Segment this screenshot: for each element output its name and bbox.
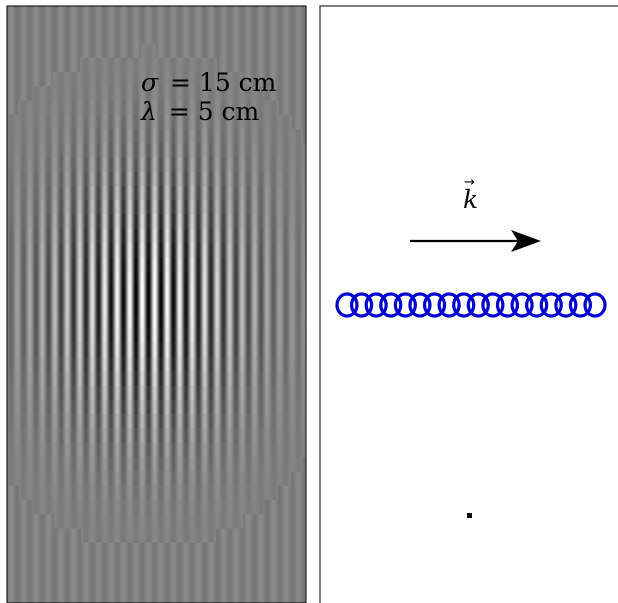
coil-turn	[510, 292, 534, 318]
coil-turn	[379, 292, 403, 318]
coil-turn	[364, 292, 388, 318]
coil-turn	[437, 292, 461, 318]
sigma-label: σ = 15 cm	[141, 68, 277, 97]
coil-turn	[349, 292, 374, 318]
coil-turn	[583, 292, 607, 318]
gabor-frame	[6, 5, 307, 603]
coil-turn	[466, 292, 490, 318]
coil-turn	[335, 292, 359, 318]
coil-turn	[422, 292, 447, 318]
coil-turn	[408, 292, 432, 318]
coil-turn	[554, 292, 578, 318]
wave-diagram-panel: k →	[319, 5, 618, 603]
coil-turn	[481, 292, 505, 318]
wavevector-accent: →	[464, 175, 475, 190]
gabor-stripes	[7, 6, 306, 603]
lambda-label: λ = 5 cm	[140, 97, 260, 126]
coil-turn	[539, 292, 563, 318]
coil-turn	[568, 292, 593, 318]
coil-turn	[452, 292, 476, 318]
point-marker	[467, 513, 472, 518]
coil-turn	[393, 292, 417, 318]
coil-turn	[525, 292, 549, 318]
gabor-panel: σ = 15 cm λ = 5 cm	[6, 5, 307, 603]
propagation-arrow-icon	[410, 230, 541, 252]
coil-turn	[495, 292, 520, 318]
wavevector-label: k	[463, 185, 478, 214]
coil-helix	[335, 292, 607, 318]
